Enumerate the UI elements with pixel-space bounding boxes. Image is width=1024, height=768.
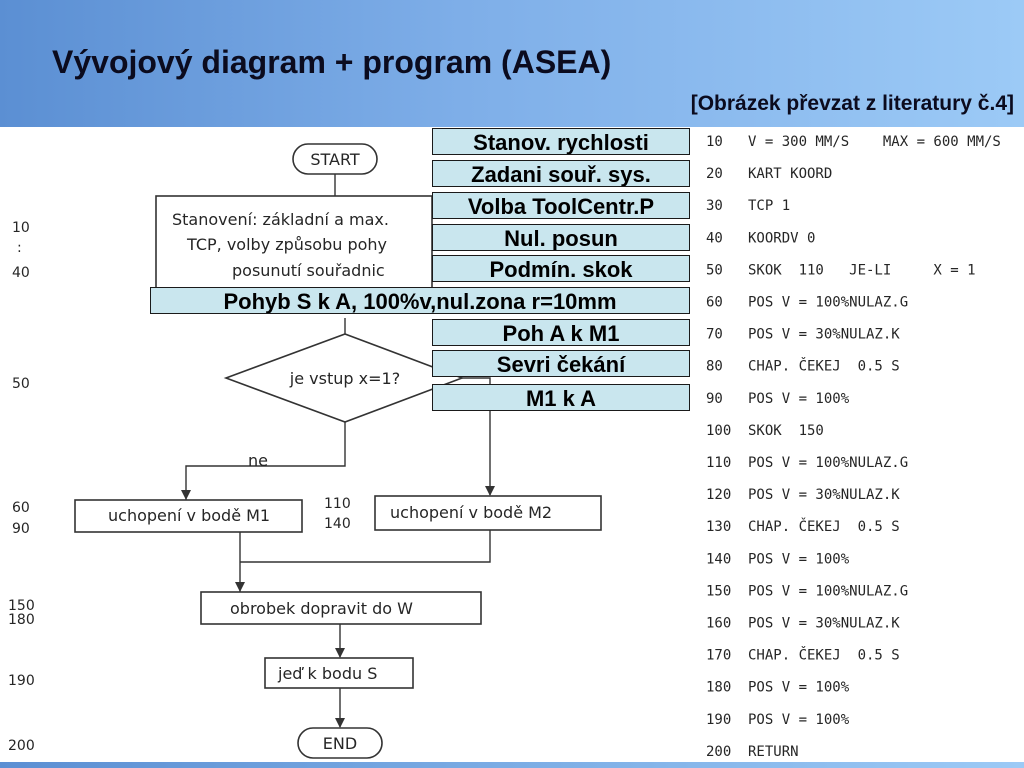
program-line-number: 70 (706, 327, 723, 343)
program-line-number: 30 (706, 198, 723, 214)
line-number-180: 180 (8, 612, 35, 628)
grip-m2-text: uchopení v bodě M2 (390, 503, 552, 522)
move-w-text: obrobek dopravit do W (230, 599, 413, 618)
slide-title: Vývojový diagram + program (ASEA) (52, 44, 612, 80)
program-line-code: POS V = 100%NULAZ.G (748, 295, 908, 311)
program-line-number: 50 (706, 262, 723, 278)
program-line-number: 40 (706, 230, 723, 246)
bottom-accent-line (0, 762, 1024, 768)
go-s-text: jeď k bodu S (277, 664, 377, 683)
label-podmin-skok: Podmín. skok (432, 255, 690, 282)
label-sevri-cekani: Sevri čekání (432, 350, 690, 377)
program-line-number: 170 (706, 648, 731, 664)
program-line-code: RETURN (748, 744, 799, 760)
label-volba-toolcentr: Volba ToolCentr.P (432, 192, 690, 219)
program-line-number: 160 (706, 616, 731, 632)
end-terminal (297, 727, 383, 759)
label-zadani-sour-sys: Zadani souř. sys. (432, 160, 690, 187)
program-line-code: POS V = 100% (748, 680, 850, 696)
program-line-code: POS V = 30%NULAZ.K (748, 487, 900, 503)
program-line-code: POS V = 30%NULAZ.K (748, 327, 900, 343)
line-number-40: 40 (12, 265, 30, 281)
program-line-code: SKOK 110 JE-LI X = 1 (748, 262, 976, 278)
program-line-code: CHAP. ČEKEJ 0.5 S (748, 357, 900, 375)
arrow-merge (235, 582, 245, 592)
slide-header: Vývojový diagram + program (ASEA) [Obráz… (0, 0, 1024, 127)
line-number-200: 200 (8, 738, 35, 754)
move-w-box (200, 591, 482, 625)
line-number-190: 190 (8, 673, 35, 689)
label-stanov-rychlosti: Stanov. rychlosti (432, 128, 690, 155)
line-number-dots: : (17, 240, 22, 256)
grip-m1-box (74, 499, 303, 533)
program-line-number: 150 (706, 583, 731, 599)
grip-m2-box (374, 495, 602, 531)
line-number-60: 60 (12, 500, 30, 516)
line-number-10: 10 (12, 220, 30, 236)
grip-m1-text: uchopení v bodě M1 (108, 506, 270, 525)
arrow-s (335, 648, 345, 658)
label-m1-k-a: M1 k A (432, 384, 690, 411)
start-text: START (310, 150, 360, 169)
no-label: ne (248, 451, 268, 470)
program-line-code: SKOK 150 (748, 423, 824, 439)
init-line-1: Stanovení: základní a max. (172, 210, 389, 229)
program-line-number: 180 (706, 680, 731, 696)
source-note: [Obrázek převzat z literatury č.4] (690, 92, 1014, 115)
program-line-code: POS V = 100% (748, 712, 850, 728)
program-line-code: KART KOORD (748, 166, 832, 182)
program-line-code: CHAP. ČEKEJ 0.5 S (748, 517, 900, 535)
program-line-number: 120 (706, 487, 731, 503)
program-line-code: POS V = 100% (748, 391, 850, 407)
line-number-90: 90 (12, 521, 30, 537)
decision-text: je vstup x=1? (289, 369, 400, 388)
connector-m2-merge (240, 530, 491, 563)
program-line-code: V = 300 MM/S MAX = 600 MM/S (748, 134, 1001, 150)
program-line-number: 10 (706, 134, 723, 150)
program-line-number: 80 (706, 359, 723, 375)
program-line-number: 20 (706, 166, 723, 182)
program-line-number: 130 (706, 519, 731, 535)
program-line-number: 140 (706, 551, 731, 567)
label-nul-posun: Nul. posun (432, 224, 690, 251)
program-line-code: TCP 1 (748, 198, 790, 214)
end-text: END (323, 734, 357, 753)
program-line-code: CHAP. ČEKEJ 0.5 S (748, 646, 900, 664)
line-number-140: 140 (324, 516, 351, 532)
label-pohyb-s-k-a: Pohyb S k A, 100%v,nul.zona r=10mm (150, 287, 690, 314)
program-line-number: 100 (706, 423, 731, 439)
connector-yes-branch (462, 377, 491, 495)
program-line-number: 60 (706, 295, 723, 311)
go-s-box (264, 657, 414, 689)
arrow-end (335, 718, 345, 728)
program-line-number: 110 (706, 455, 731, 471)
program-line-code: POS V = 100%NULAZ.G (748, 455, 908, 471)
program-line-number: 200 (706, 744, 731, 760)
line-number-50: 50 (12, 376, 30, 392)
connector-no-branch (185, 422, 346, 500)
line-number-110: 110 (324, 496, 351, 512)
program-listing: 10 V = 300 MM/S MAX = 600 MM/S 20 KART KOOR… (706, 134, 1001, 760)
program-line-code: POS V = 100% (748, 551, 850, 567)
program-line-code: POS V = 30%NULAZ.K (748, 616, 900, 632)
program-line-number: 90 (706, 391, 723, 407)
program-line-number: 190 (706, 712, 731, 728)
line-number-150: 150 (8, 598, 35, 614)
arrow-yes (485, 486, 495, 496)
program-line-code: KOORDV 0 (748, 230, 815, 246)
arrow-no (181, 490, 191, 500)
init-line-2: TCP, volby způsobu pohy (186, 235, 387, 254)
label-poh-a-k-m1: Poh A k M1 (432, 319, 690, 346)
init-line-3: posunutí souřadnic (232, 261, 385, 280)
program-line-code: POS V = 100%NULAZ.G (748, 583, 908, 599)
